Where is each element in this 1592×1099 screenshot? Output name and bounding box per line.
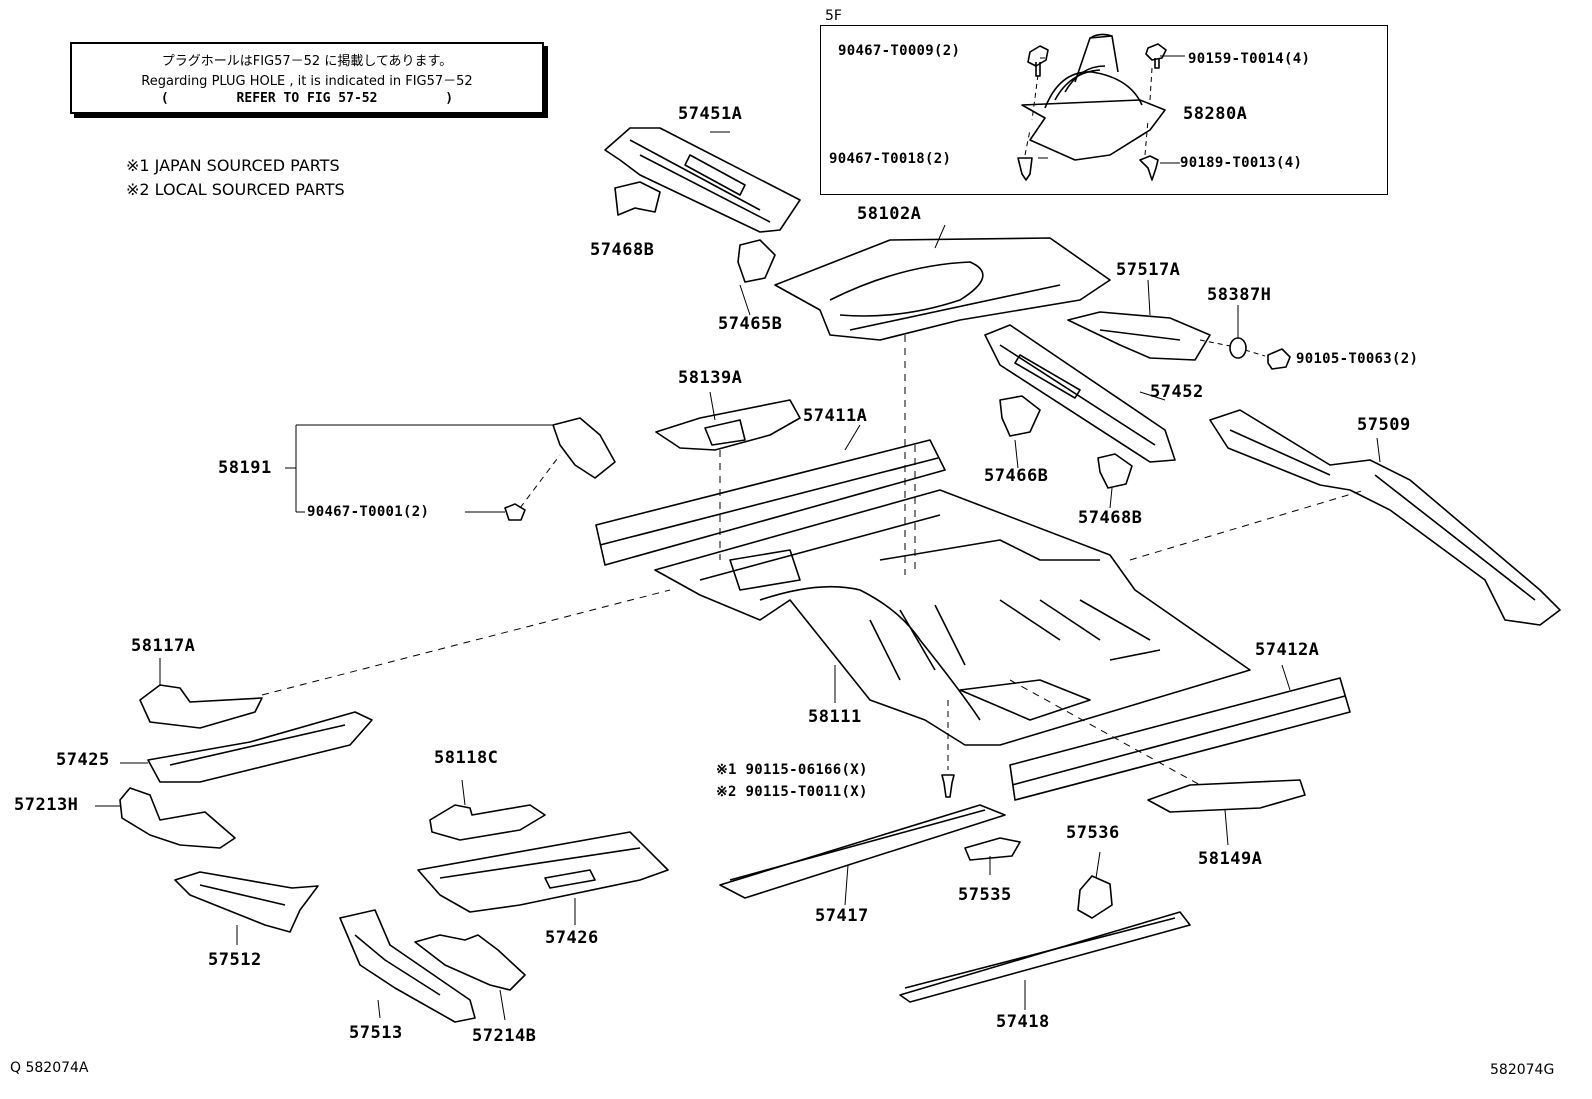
label-57411A: 57411A	[803, 406, 868, 426]
part-58102A-shape	[774, 237, 1111, 341]
label-57512: 57512	[208, 950, 262, 970]
label-90105-T0063: 90105-T0063(2)	[1296, 351, 1419, 367]
shift-boot-illustration	[1021, 33, 1166, 161]
label-57466B: 57466B	[984, 466, 1049, 486]
label-58118C: 58118C	[434, 748, 499, 768]
part-58149A-shape	[1147, 779, 1306, 813]
label-90159-T0014: 90159-T0014(4)	[1188, 51, 1311, 67]
part-57418-shape	[899, 911, 1191, 1003]
label-57468B-top: 57468B	[590, 240, 655, 260]
label-58102A: 58102A	[857, 204, 922, 224]
washer-and-bolt	[1199, 337, 1291, 370]
label-57468B-mid: 57468B	[1078, 508, 1143, 528]
label-57509: 57509	[1357, 415, 1411, 435]
label-58139A: 58139A	[678, 368, 743, 388]
note-ref-open: (	[160, 91, 169, 106]
note-ref-text: REFER TO FIG 57-52	[236, 91, 378, 106]
label-58387H: 58387H	[1207, 285, 1272, 305]
inset-box	[820, 25, 1388, 195]
label-57465B: 57465B	[718, 314, 783, 334]
part-57513-shape	[339, 909, 476, 1023]
label-90467-T0001: 90467-T0001(2)	[307, 504, 430, 520]
label-90115-06166: ※1 90115-06166(X)	[716, 762, 868, 778]
part-57213H-shape	[119, 787, 236, 849]
label-90467-T0018: 90467-T0018(2)	[829, 151, 952, 167]
part-57512-shape	[174, 871, 319, 933]
legend-local-sourced: ※2 LOCAL SOURCED PARTS	[126, 180, 345, 199]
part-58139A-shape	[655, 399, 801, 451]
note-box: プラグホールはFIG57－52 に掲載してあります。 Regarding PLU…	[70, 42, 544, 114]
part-57214B-shape	[414, 934, 526, 991]
note-reference: ( REFER TO FIG 57-52 )	[72, 91, 542, 106]
part-57451A-shape	[604, 127, 801, 233]
label-58149A: 58149A	[1198, 849, 1263, 869]
part-57425-shape	[147, 711, 373, 783]
part-57517A-shape	[1067, 311, 1211, 361]
label-57451A: 57451A	[678, 104, 743, 124]
label-57425: 57425	[56, 750, 110, 770]
label-58117A: 58117A	[131, 636, 196, 656]
leader-lines	[95, 131, 1381, 1021]
label-57517A: 57517A	[1116, 260, 1181, 280]
label-57214B: 57214B	[472, 1026, 537, 1046]
note-ref-close: )	[445, 91, 454, 106]
part-57452-shape	[984, 324, 1176, 463]
part-58111-shape	[654, 489, 1251, 746]
part-57509-shape	[1209, 409, 1561, 626]
label-57412A: 57412A	[1255, 640, 1320, 660]
bracket-shapes	[614, 181, 1133, 489]
label-57535: 57535	[958, 885, 1012, 905]
legend-japan-sourced: ※1 JAPAN SOURCED PARTS	[126, 156, 340, 175]
label-57513: 57513	[349, 1023, 403, 1043]
part-57426-shape	[417, 831, 669, 913]
part-57536-shape	[1077, 875, 1113, 919]
dashed-assembly-lines	[261, 335, 1366, 786]
part-57412A-shape	[1009, 677, 1351, 801]
part-58117A-shape	[139, 684, 263, 729]
footer-left-code: Q 582074A	[10, 1060, 89, 1076]
part-57411A-shape	[595, 439, 946, 566]
label-57417: 57417	[815, 906, 869, 926]
footer-right-code: 582074G	[1490, 1062, 1555, 1078]
note-japanese: プラグホールはFIG57－52 に掲載してあります。	[161, 54, 453, 69]
label-57418: 57418	[996, 1012, 1050, 1032]
label-57536: 57536	[1066, 823, 1120, 843]
label-57426: 57426	[545, 928, 599, 948]
part-57535-shape	[964, 837, 1021, 861]
label-57213H: 57213H	[14, 795, 79, 815]
inset-code: 5F	[825, 8, 842, 24]
label-90189-T0013: 90189-T0013(4)	[1180, 155, 1303, 171]
inset-fasteners	[1017, 43, 1185, 181]
part-57417-shape	[719, 804, 1006, 899]
part-58191-shape	[504, 417, 616, 521]
floor-bolt	[941, 700, 955, 798]
label-90467-T0009: 90467-T0009(2)	[838, 43, 961, 59]
label-58191: 58191	[218, 458, 272, 478]
label-58280A: 58280A	[1183, 104, 1248, 124]
label-90115-T0011: ※2 90115-T0011(X)	[716, 784, 868, 800]
label-58111: 58111	[808, 707, 862, 727]
label-57452: 57452	[1150, 382, 1204, 402]
note-english: Regarding PLUG HOLE , it is indicated in…	[141, 74, 473, 89]
part-58118C-shape	[429, 804, 546, 841]
